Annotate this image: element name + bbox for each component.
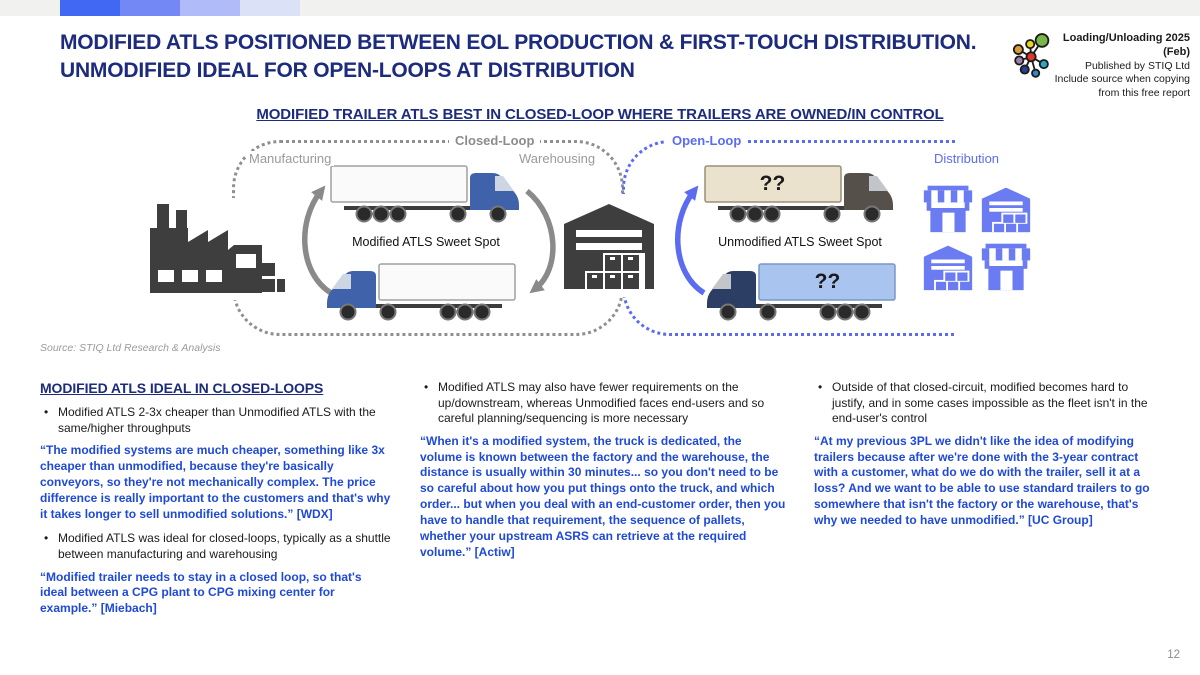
quote-actiw: “When it's a modified system, the truck … [420, 433, 786, 559]
accent-square-4 [240, 0, 300, 16]
report-badge-title: Loading/Unloading 2025 (Feb) [1062, 32, 1190, 59]
accent-bar [60, 0, 300, 16]
closed-loop-down-arrow-icon [521, 177, 569, 306]
accent-square-3 [180, 0, 240, 16]
diagram-heading: MODIFIED TRAILER ATLS BEST IN CLOSED-LOO… [256, 106, 944, 123]
top-strip [0, 0, 1200, 16]
page-number: 12 [1167, 649, 1180, 661]
stiq-network-logo-icon [1012, 30, 1052, 85]
report-badge-publisher: Published by STIQ Ltd [1084, 59, 1190, 72]
bullet-item: Modified ATLS may also have fewer requir… [420, 380, 786, 427]
unknown-trailer-mark: ?? [759, 172, 786, 195]
modified-truck-top [330, 164, 522, 224]
quote-wdx: “The modified systems are much cheaper, … [40, 443, 391, 521]
modified-truck-bottom [324, 262, 516, 322]
modified-sweet-spot-label: Modified ATLS Sweet Spot [352, 235, 500, 249]
column-2: Modified ATLS may also have fewer requir… [420, 380, 786, 626]
quote-uc-group: “At my previous 3PL we didn't like the i… [814, 433, 1150, 527]
accent-square-2 [120, 0, 180, 16]
bullet-item: Outside of that closed-circuit, modified… [814, 380, 1162, 427]
report-badge: Loading/Unloading 2025 (Feb) Published b… [1048, 31, 1190, 101]
column-1-heading: MODIFIED ATLS IDEAL IN CLOSED-LOOPS [40, 380, 324, 396]
source-note: Source: STIQ Ltd Research & Analysis [40, 342, 221, 354]
mini-warehouse-icon [981, 187, 1031, 233]
closed-loop-label: Closed-Loop [449, 133, 541, 148]
factory-icon [150, 198, 285, 300]
page-title: MODIFIED ATLS POSITIONED BETWEEN EOL PRO… [60, 29, 1010, 85]
unmodified-sweet-spot-label: Unmodified ATLS Sweet Spot [718, 235, 882, 249]
accent-square-1 [60, 0, 120, 16]
open-loop-label: Open-Loop [666, 133, 748, 148]
store-icon [981, 243, 1031, 291]
warehouse-icon [560, 194, 658, 297]
column-3: Outside of that closed-circuit, modified… [814, 380, 1162, 626]
manufacturing-label: Manufacturing [246, 151, 335, 166]
mini-warehouse-icon [923, 245, 973, 291]
distribution-label: Distribution [931, 151, 1003, 166]
distribution-icons [922, 182, 1032, 292]
bullet-item: Modified ATLS was ideal for closed-loops… [40, 531, 392, 562]
bullet-item: Modified ATLS 2-3x cheaper than Unmodifi… [40, 405, 392, 436]
column-1: MODIFIED ATLS IDEAL IN CLOSED-LOOPS Modi… [40, 380, 392, 626]
quote-miebach: “Modified trailer needs to stay in a clo… [40, 569, 362, 616]
report-badge-note1: Include source when copying [1054, 73, 1190, 86]
page-title-line2: UNMODIFIED IDEAL FOR OPEN-LOOPS AT DISTR… [60, 58, 635, 82]
text-columns: MODIFIED ATLS IDEAL IN CLOSED-LOOPS Modi… [40, 380, 1162, 626]
open-loop-up-arrow-icon [660, 177, 708, 306]
unmodified-truck-bottom: ?? [704, 262, 896, 322]
unmodified-truck-top: ?? [704, 164, 896, 224]
closed-loop-up-arrow-icon [287, 177, 335, 306]
report-badge-note2: from this free report [1098, 86, 1190, 99]
page-title-line1: MODIFIED ATLS POSITIONED BETWEEN EOL PRO… [60, 31, 977, 54]
unknown-trailer-mark: ?? [814, 270, 841, 293]
store-icon [923, 185, 973, 233]
warehousing-label: Warehousing [516, 151, 599, 166]
